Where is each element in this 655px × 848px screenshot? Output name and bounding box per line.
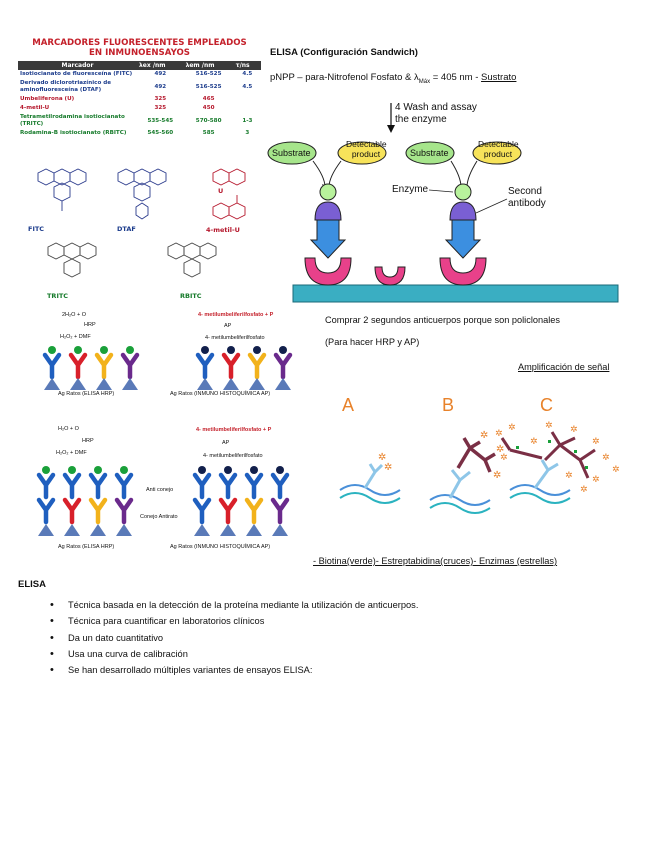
svg-text:✲: ✲ xyxy=(508,423,516,433)
col-header: λex /nm xyxy=(137,61,184,70)
substrate-line: pNPP – para-Nitrofenol Fosfato & λMáx = … xyxy=(270,72,517,85)
br-reaction-bottom: 4- metilumbeliferilfosfato xyxy=(203,453,263,459)
svg-text:✲: ✲ xyxy=(580,485,588,495)
svg-text:✲: ✲ xyxy=(384,462,392,473)
bl-caption: Ag Ratos (ELISA HRP) xyxy=(58,544,115,550)
left-assembly xyxy=(267,141,387,286)
svg-text:✲: ✲ xyxy=(545,421,553,431)
sandwich-elisa-diagram xyxy=(267,103,619,303)
table-row: Umbeliferona (U) 325 465 xyxy=(20,96,215,102)
table-row: Derivado diclorotriazínico de aminofluor… xyxy=(20,80,253,93)
table-row: 4-metil-U 325 450 xyxy=(20,105,215,111)
label-u: U xyxy=(218,187,224,195)
antibody-panels-graphic xyxy=(30,346,320,536)
marker-table-title-1: MARCADORES FLUORESCENTES EMPLEADOS xyxy=(32,38,247,48)
svg-text:✲: ✲ xyxy=(378,452,386,463)
product-label-left: Detectable product xyxy=(346,139,387,159)
col-header: τ/ns xyxy=(233,61,261,70)
col-header: λem /nm xyxy=(183,61,234,70)
elisa-heading: ELISA xyxy=(18,579,46,590)
svg-text:✲: ✲ xyxy=(592,475,600,485)
tr-reaction-top: 4- metilumbeliferilfosfato + P xyxy=(198,312,274,318)
svg-text:✲: ✲ xyxy=(500,453,508,463)
step-label: 4 Wash and assay the enzyme xyxy=(395,102,477,125)
substrate-label-right: Substrate xyxy=(410,148,449,158)
svg-text:✲: ✲ xyxy=(592,437,600,447)
label-rbitc: RBITC xyxy=(180,292,202,300)
svg-text:✲: ✲ xyxy=(602,453,610,463)
table-row: Isotiocianato de fluoresceína (FITC) 492… xyxy=(20,71,253,77)
amplification-legend: - Biotina(verde)- Estreptabidina(cruces)… xyxy=(313,556,558,566)
list-item: Da un dato cuantitativo xyxy=(50,632,418,649)
fluorophore-structures xyxy=(37,168,246,278)
tr-reaction-bottom: 4- metilumbeliferilfosfato xyxy=(205,335,265,341)
label-a: A xyxy=(342,395,355,415)
second-antibody-label: Second antibody xyxy=(508,186,546,209)
svg-text:✲: ✲ xyxy=(495,429,503,439)
signal-amplification-graphic: ✲ ✲ ✲ ✲ ✲ ✲✲✲ ✲✲✲ ✲✲✲ ✲✲✲ xyxy=(339,421,620,514)
label-4-metil-u: 4-metil-U xyxy=(206,226,240,234)
enzyme-label: Enzyme xyxy=(392,184,429,195)
marker-table-title-2: EN INMUNOENSAYOS xyxy=(89,48,190,58)
br-caption: Ag Ratos (INMUNO HISTOQUÍMICA AP) xyxy=(170,544,271,550)
bl-reaction-top: H₂O + O xyxy=(58,426,79,432)
marker-table-grid: Marcador λex /nm λem /nm τ/ns Isotiocian… xyxy=(18,61,261,138)
elisa-bullets: Técnica basada en la detección de la pro… xyxy=(50,599,418,681)
svg-text:✲: ✲ xyxy=(530,437,538,447)
br-enzyme: AP xyxy=(222,440,230,446)
anti-conejo-label: Anti conejo xyxy=(146,487,174,493)
label-b: B xyxy=(442,395,455,415)
list-item: Usa una curva de calibración xyxy=(50,648,418,665)
svg-text:✲: ✲ xyxy=(570,425,578,435)
svg-text:✲: ✲ xyxy=(496,444,504,455)
bl-enzyme: HRP xyxy=(82,438,94,444)
br-reaction-top: 4- metilumbeliferilfosfato + P xyxy=(196,427,272,433)
svg-text:✲: ✲ xyxy=(612,465,620,475)
label-fitc: FITC xyxy=(28,225,45,233)
table-row: Rodamina-B isotiocianato (RBITC) 545-560… xyxy=(20,130,250,136)
elisa-sandwich-title: ELISA (Configuración Sandwich) xyxy=(270,47,418,58)
conejo-antirato-label: Conejo Antirato xyxy=(140,514,178,520)
label-dtaf: DTAF xyxy=(117,225,136,233)
list-item: Técnica basada en la detección de la pro… xyxy=(50,599,418,616)
product-label-right: Detectable product xyxy=(478,139,519,159)
tr-caption: Ag Ratos (INMUNO HISTOQUÍMICA AP) xyxy=(170,391,271,397)
tl-reaction-top: 2H₂O + O xyxy=(62,312,86,318)
right-assembly xyxy=(405,141,522,286)
list-item: Se han desarrollado múltiples variantes … xyxy=(50,664,418,681)
tl-caption: Ag Ratos (ELISA HRP) xyxy=(58,391,115,397)
marker-table: MARCADORES FLUORESCENTES EMPLEADOS EN IN… xyxy=(18,38,261,138)
table-row: Tetrametilrodamina isotiocianato (TRITC)… xyxy=(20,114,253,127)
label-tritc: TRITC xyxy=(47,292,69,300)
list-item: Técnica para cuantificar en laboratorios… xyxy=(50,615,418,632)
svg-text:✲: ✲ xyxy=(480,430,488,441)
amplificacion-heading: Amplificación de señal xyxy=(518,362,610,372)
label-c: C xyxy=(540,395,553,415)
substrate-label-left: Substrate xyxy=(272,148,311,158)
bl-reaction-bottom: H₂O₂ + DMF xyxy=(56,450,87,456)
hrp-ap-note: (Para hacer HRP y AP) xyxy=(325,337,420,347)
col-header: Marcador xyxy=(18,61,137,70)
comprar-note: Comprar 2 segundos anticuerpos porque so… xyxy=(325,315,560,325)
svg-text:✲: ✲ xyxy=(493,470,501,481)
svg-text:✲: ✲ xyxy=(565,471,573,481)
tr-enzyme: AP xyxy=(224,323,232,329)
tl-reaction-bottom: H₂O₂ + DMF xyxy=(60,334,91,340)
tl-enzyme: HRP xyxy=(84,322,96,328)
